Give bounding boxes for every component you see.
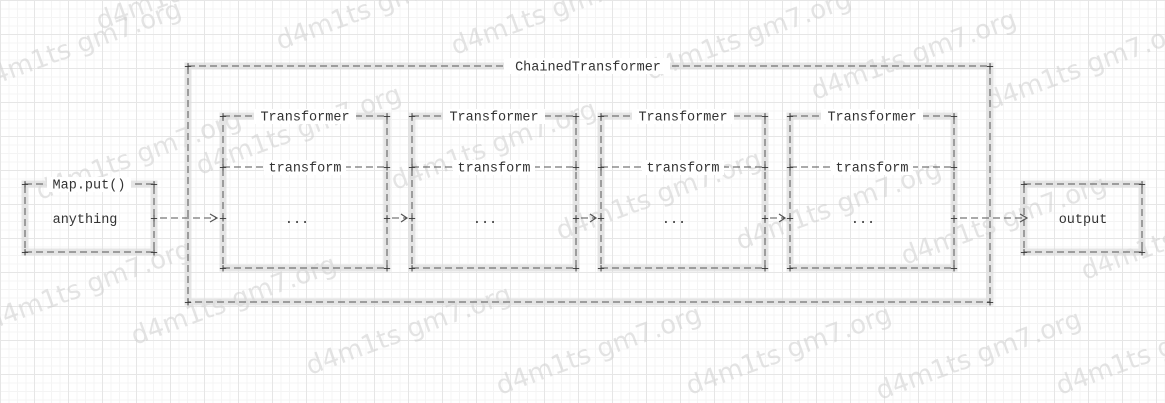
corner-plus: + — [383, 110, 391, 125]
corner-plus: + — [383, 161, 391, 176]
watermark-text: d4m1ts gm7.org — [0, 0, 186, 97]
corner-plus: + — [786, 110, 794, 125]
transformer-box: + + + + + + Transformer transform ... — [408, 109, 580, 277]
watermark-text: d4m1ts gm7.org — [447, 0, 660, 62]
flow-arrows: + + + + + + + + + — [150, 212, 1029, 227]
transformer-body: ... — [473, 213, 497, 228]
watermark-text: d4m1ts gm7.org — [492, 299, 705, 401]
container-label: ChainedTransformer — [515, 61, 661, 76]
arrow-end-plus: + — [597, 212, 605, 227]
input-header: Map.put() — [53, 179, 126, 194]
corner-plus: + — [950, 110, 958, 125]
corner-plus: + — [950, 262, 958, 277]
corner-plus: + — [150, 246, 158, 261]
arrow-start-plus: + — [383, 212, 391, 227]
arrow-head — [209, 213, 219, 223]
label-background — [831, 160, 913, 175]
corner-plus: + — [786, 161, 794, 176]
label-background — [821, 109, 923, 124]
watermark-text: d4m1ts gm7.org — [872, 304, 1085, 403]
corner-plus: + — [150, 178, 158, 193]
box-border — [1023, 183, 1143, 253]
corner-plus: + — [1020, 178, 1028, 193]
transformer-body: ... — [851, 213, 875, 228]
chained-transformer-box: + + + + ChainedTransformer — [184, 58, 994, 311]
corner-plus: + — [986, 60, 994, 75]
transformer-header: Transformer — [260, 111, 349, 126]
arrow-head — [778, 213, 787, 223]
label-background — [254, 109, 356, 124]
label-background — [453, 160, 535, 175]
corner-plus: + — [597, 110, 605, 125]
corner-plus: + — [184, 296, 192, 311]
arrow-start-plus: + — [150, 212, 158, 227]
corner-plus: + — [761, 262, 769, 277]
arrow-start-plus: + — [572, 212, 580, 227]
corner-plus: + — [184, 60, 192, 75]
corner-plus: + — [1138, 246, 1146, 261]
label-background — [264, 160, 346, 175]
corner-plus: + — [572, 262, 580, 277]
label-background — [632, 109, 734, 124]
arrow-head — [589, 213, 598, 223]
corner-plus: + — [219, 161, 227, 176]
watermark-text: d4m1ts gm7.org — [302, 279, 515, 381]
label-background — [443, 109, 545, 124]
transformer-header: Transformer — [449, 111, 538, 126]
transformer-header: Transformer — [638, 111, 727, 126]
output-body: output — [1059, 213, 1108, 228]
label-background — [47, 177, 131, 192]
corner-plus: + — [786, 262, 794, 277]
corner-plus: + — [597, 262, 605, 277]
transformer-method: transform — [269, 162, 342, 177]
corner-plus: + — [1138, 178, 1146, 193]
transformer-body: ... — [285, 213, 309, 228]
corner-plus: + — [761, 110, 769, 125]
corner-plus: + — [383, 262, 391, 277]
corner-plus: + — [408, 110, 416, 125]
transformer-body: ... — [662, 213, 686, 228]
output-box: + + + + output — [1020, 178, 1146, 261]
input-body: anything — [53, 213, 118, 228]
arrow-end-plus: + — [786, 212, 794, 227]
watermark-text: d4m1ts gm7.org — [682, 299, 895, 401]
transformer-box: + + + + + + Transformer transform ... — [786, 109, 958, 277]
transformer-box: + + + + + + Transformer transform ... — [219, 109, 391, 277]
arrow-end-plus: + — [219, 212, 227, 227]
arrow-start-plus: + — [761, 212, 769, 227]
arrow-end-plus: + — [408, 212, 416, 227]
transformer-method: transform — [458, 162, 531, 177]
arrow-head — [1019, 213, 1029, 223]
corner-plus: + — [1020, 246, 1028, 261]
transformer-method: transform — [836, 162, 909, 177]
label-background — [504, 58, 670, 74]
corner-plus: + — [408, 262, 416, 277]
corner-plus: + — [572, 110, 580, 125]
corner-plus: + — [219, 110, 227, 125]
label-background — [642, 160, 724, 175]
arrow-head — [400, 213, 409, 223]
corner-plus: + — [761, 161, 769, 176]
corner-plus: + — [986, 296, 994, 311]
transformer-box: + + + + + + Transformer transform ... — [597, 109, 769, 277]
corner-plus: + — [21, 178, 29, 193]
input-box: + + + + Map.put() anything — [21, 177, 158, 261]
arrow-start-plus: + — [950, 212, 958, 227]
corner-plus: + — [572, 161, 580, 176]
transformer-header: Transformer — [827, 111, 916, 126]
corner-plus: + — [21, 246, 29, 261]
corner-plus: + — [950, 161, 958, 176]
corner-plus: + — [408, 161, 416, 176]
corner-plus: + — [597, 161, 605, 176]
corner-plus: + — [219, 262, 227, 277]
transformer-method: transform — [647, 162, 720, 177]
